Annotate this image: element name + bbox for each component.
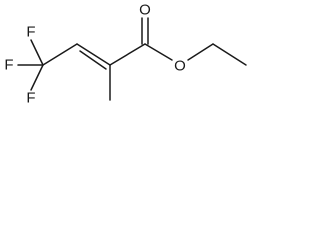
bond-cf3-f-bottom bbox=[30, 64, 44, 91]
bond-oester-ch2 bbox=[187, 43, 214, 61]
carbonyl-oxygen-atom: O bbox=[139, 2, 151, 19]
bond-c-carbonyl bbox=[109, 43, 146, 66]
fluorine-atom-bottom: F bbox=[26, 90, 35, 107]
fluorine-atom-left: F bbox=[4, 57, 13, 74]
ester-oxygen-atom: O bbox=[174, 58, 186, 75]
fluorine-atom-top: F bbox=[26, 24, 35, 41]
atom-labels: F F F O O bbox=[4, 2, 185, 107]
bond-ch2-ch3 bbox=[212, 43, 247, 66]
bond-c-oester bbox=[144, 43, 173, 61]
bond-cc-double-main bbox=[76, 43, 111, 66]
structural-formula: F F F O O bbox=[4, 2, 247, 107]
bond-cf3-f-top bbox=[30, 39, 44, 66]
bonds bbox=[17, 17, 247, 101]
bond-cf3-ch bbox=[42, 43, 78, 66]
bond-cc-double-inner bbox=[79, 50, 107, 70]
